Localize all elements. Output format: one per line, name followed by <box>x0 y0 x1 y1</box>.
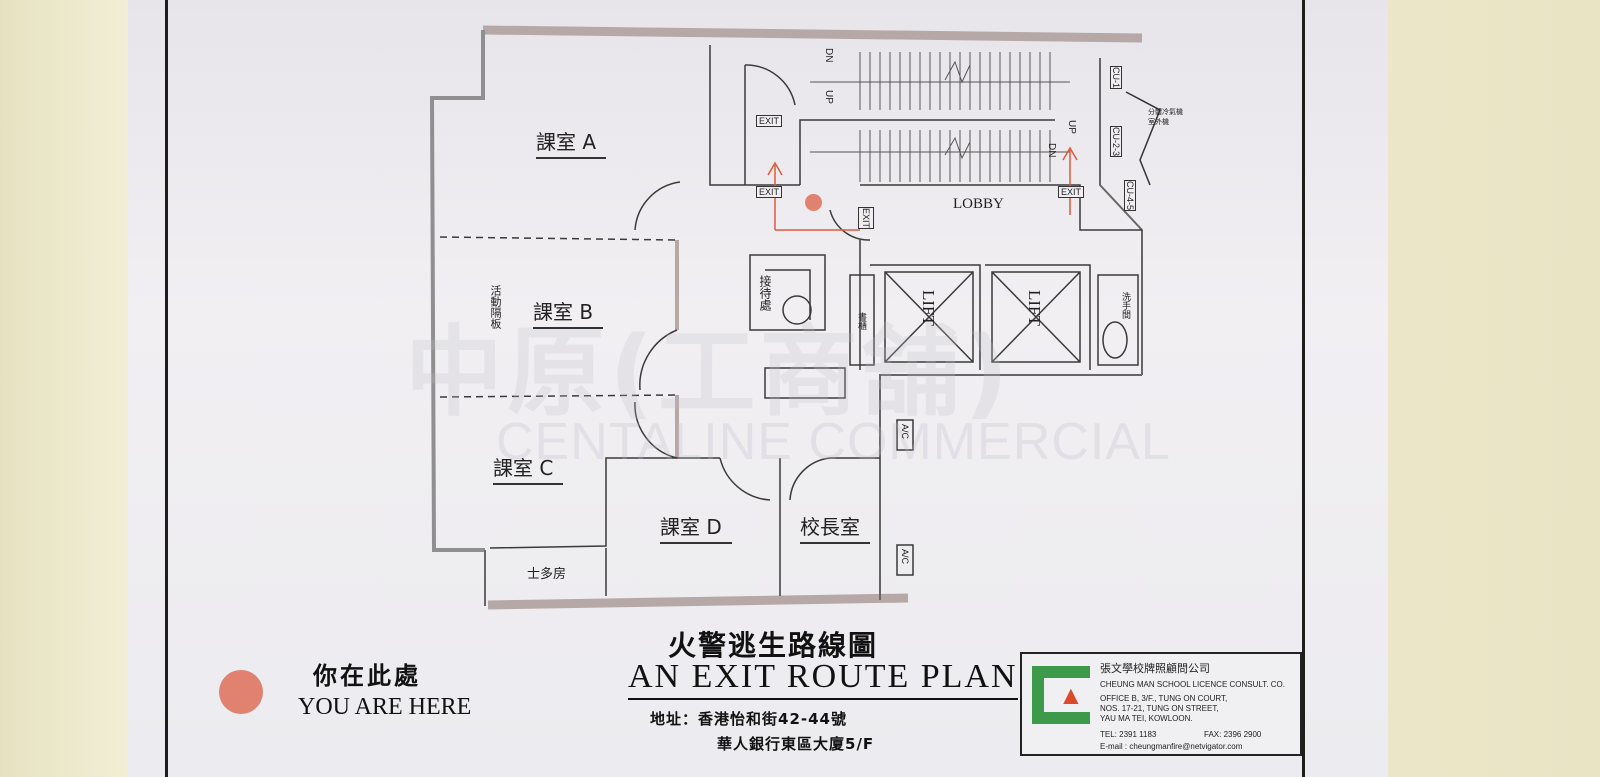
company-fax: FAX: 2396 2900 <box>1204 730 1262 739</box>
washroom-label: 洗手間 <box>1121 292 1131 319</box>
wall-right <box>1360 0 1600 777</box>
stair-dn-label: DN <box>823 48 834 63</box>
lobby-label: LOBBY <box>953 196 1004 212</box>
you-are-here-dot <box>805 194 822 211</box>
sign-frame <box>165 0 1305 777</box>
wall-left <box>0 0 130 777</box>
lift-left-label: LIFT <box>919 290 938 326</box>
reception-label: 接待處 <box>758 275 772 311</box>
principal-room-label: 校長室 <box>800 511 870 544</box>
room-a-label: 課室 A <box>536 126 607 159</box>
room-c-label: 課室 C <box>493 452 564 485</box>
watermark-en: CENTALINE COMMERCIAL <box>496 413 1171 471</box>
address-line-2: 華人銀行東區大廈5/F <box>717 735 875 753</box>
cu-2-3-label: CU-2-3 <box>1110 126 1122 158</box>
company-address-1: OFFICE B, 3/F., TUNG ON COURT, <box>1100 694 1228 703</box>
lift-right-label: LIFT <box>1025 290 1044 326</box>
you-are-here-cn: 你在此處 <box>313 662 421 690</box>
company-address-2: NOS. 17-21, TUNG ON STREET, <box>1100 704 1219 713</box>
exit-sign-2: EXIT <box>756 186 783 198</box>
cu-note: 分體冷氣機 室外機 <box>1148 109 1183 126</box>
exit-sign-4: EXIT <box>858 207 874 230</box>
room-b-label: 課室 B <box>533 296 604 329</box>
company-tel: TEL: 2391 1183 <box>1100 730 1157 739</box>
stair-dn-label-2: DN <box>1046 143 1057 158</box>
room-d-label: 課室 D <box>660 511 732 544</box>
you-are-here-en: YOU ARE HERE <box>298 694 472 720</box>
company-logo: ▲ <box>1032 666 1090 724</box>
title-en: AN EXIT ROUTE PLAN <box>628 658 1018 700</box>
legend-dot <box>219 670 263 714</box>
ac-label-2: A/C <box>900 549 910 565</box>
company-box: ▲ 張文學校牌照顧問公司 CHEUNG MAN SCHOOL LICENCE C… <box>1020 652 1302 756</box>
watermark-cn: 中原(工商舖) <box>405 316 1013 430</box>
exit-sign-1: EXIT <box>756 115 783 127</box>
company-email: E-mail : cheungmanfire@netvigator.com <box>1100 742 1243 751</box>
store-room-label: 士多房 <box>527 566 567 581</box>
cu-4-5-label: CU-4-5 <box>1124 180 1136 212</box>
sign-board <box>128 0 1388 777</box>
company-name-cn: 張文學校牌照顧問公司 <box>1100 662 1210 675</box>
exit-sign-3: EXIT <box>1058 186 1085 198</box>
cabinet-label: 書櫃 <box>857 312 867 330</box>
partition-label: 活動隔板 <box>489 285 501 329</box>
flame-icon: ▲ <box>1058 680 1084 710</box>
ac-label-1: A/C <box>900 424 910 440</box>
stair-up-label-2: UP <box>1066 120 1077 134</box>
stair-up-label: UP <box>823 90 834 104</box>
company-name-en: CHEUNG MAN SCHOOL LICENCE CONSULT. CO. <box>1100 680 1285 689</box>
company-address-3: YAU MA TEI, KOWLOON. <box>1100 714 1193 723</box>
title-cn: 火警逃生路線圖 <box>668 629 879 662</box>
address-line-1: 地址：香港怡和街42-44號 <box>650 710 847 728</box>
cu-1-label: CU-1 <box>1110 66 1122 90</box>
